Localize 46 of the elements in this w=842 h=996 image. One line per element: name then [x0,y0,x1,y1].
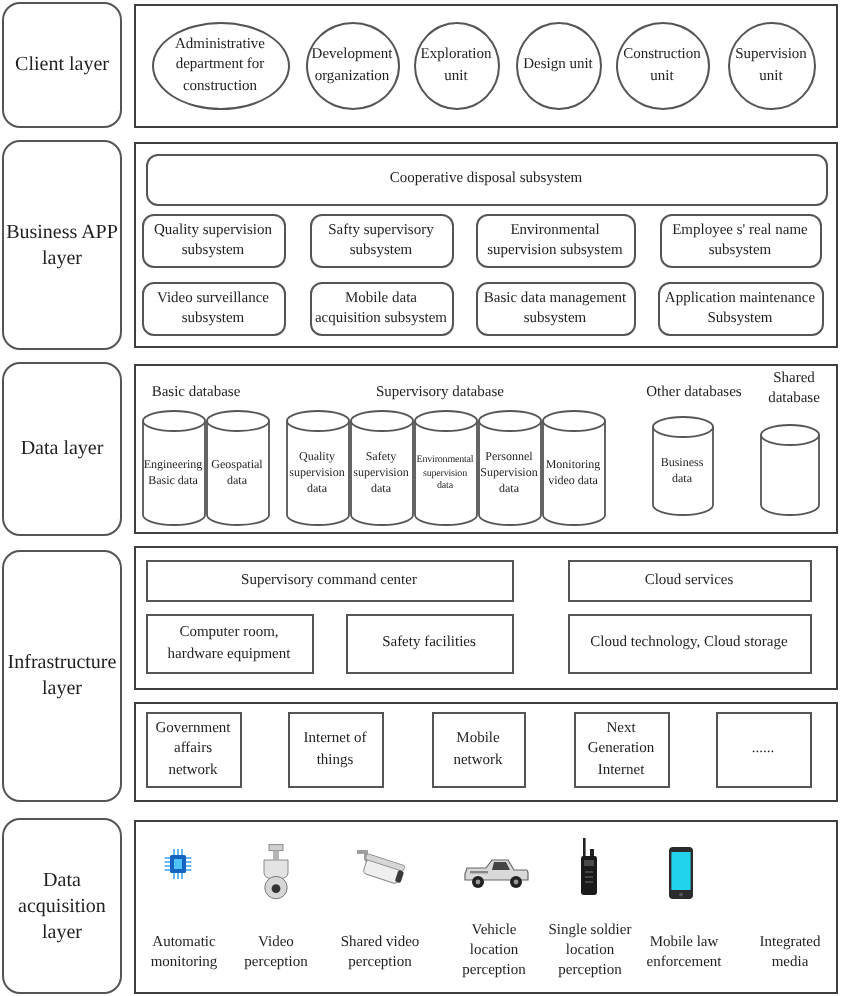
subsystem-box [309,213,453,267]
database-cylinder [141,409,205,525]
layer-name: Client layer [15,52,109,78]
facility-box [567,559,811,601]
layer-box [2,550,122,802]
layer-box [2,2,122,128]
layer-name: Business APP layer [4,219,120,271]
layer-panel [134,142,838,348]
layer-panel [134,364,838,534]
facility-box [715,711,811,787]
database-cylinder [759,423,819,515]
layer-name: Data layer [20,436,104,462]
unit-ellipse [151,21,289,109]
unit-ellipse [615,21,709,109]
layer-box [2,140,122,350]
layer-box [2,362,122,536]
facility-box [567,613,811,673]
unit-ellipse [727,21,815,109]
facility-box [345,613,513,673]
facility-box [145,613,313,673]
subsystem-box [141,213,285,267]
facility-box [431,711,525,787]
database-cylinder [541,409,605,525]
layer-name: Data acquisition layer [16,867,108,945]
database-cylinder [477,409,541,525]
facility-box [287,711,383,787]
database-cylinder [349,409,413,525]
unit-ellipse [305,21,399,109]
layer-box [2,818,122,994]
layer-panel [134,820,838,994]
database-cylinder [285,409,349,525]
unit-ellipse [413,21,499,109]
database-cylinder [413,409,477,525]
unit-ellipse [515,21,601,109]
facility-box [145,559,513,601]
subsystem-box [659,213,821,267]
subsystem-box [475,213,635,267]
layer-panel [134,546,838,690]
database-cylinder [651,415,713,515]
subsystem-box [145,153,827,205]
facility-box [573,711,669,787]
subsystem-box [141,281,285,335]
layer-name: Infrastructure layer [5,650,119,702]
database-cylinder [205,409,269,525]
layer-panel [134,702,838,802]
layer-panel [134,4,838,128]
